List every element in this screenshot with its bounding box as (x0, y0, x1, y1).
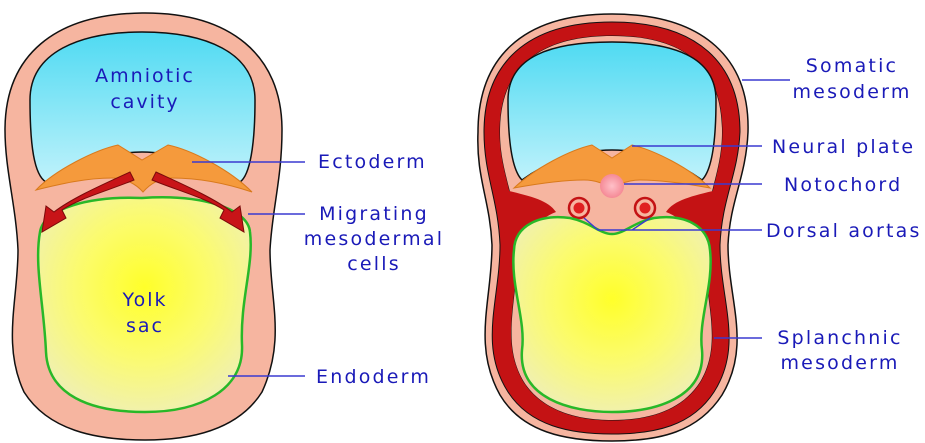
migrating-mesoderm-label-line2: mesodermal (304, 228, 444, 250)
right-dorsal-aorta-right (635, 198, 655, 218)
yolk-sac-label: Yolk (122, 289, 168, 311)
somatic-mesoderm-label-line2: mesoderm (792, 81, 911, 103)
neural-plate-label: Neural plate (772, 136, 915, 158)
splanchnic-mesoderm-label-line2: mesoderm (780, 352, 899, 374)
dorsal-aortas-label: Dorsal aortas (766, 220, 922, 242)
somatic-mesoderm-label: Somatic (806, 55, 898, 77)
endoderm-label: Endoderm (316, 366, 431, 388)
amniotic-cavity-label: Amniotic (95, 65, 195, 87)
left-embryo-section: Amniotic cavity Yolk sac Ectoderm Migrat… (5, 13, 444, 440)
splanchnic-mesoderm-label: Splanchnic (777, 327, 902, 349)
yolk-sac-label-line2: sac (126, 315, 164, 337)
amniotic-cavity-label-line2: cavity (110, 91, 179, 113)
right-embryo-section: Somatic mesoderm Neural plate Notochord … (478, 14, 922, 441)
notochord-label: Notochord (784, 174, 902, 196)
ectoderm-label: Ectoderm (318, 151, 427, 173)
migrating-mesoderm-label-line3: cells (347, 253, 401, 275)
right-dorsal-aorta-left (569, 198, 589, 218)
migrating-mesoderm-label: Migrating (319, 203, 429, 225)
right-notochord (600, 174, 624, 198)
right-yolk-sac (513, 217, 710, 412)
